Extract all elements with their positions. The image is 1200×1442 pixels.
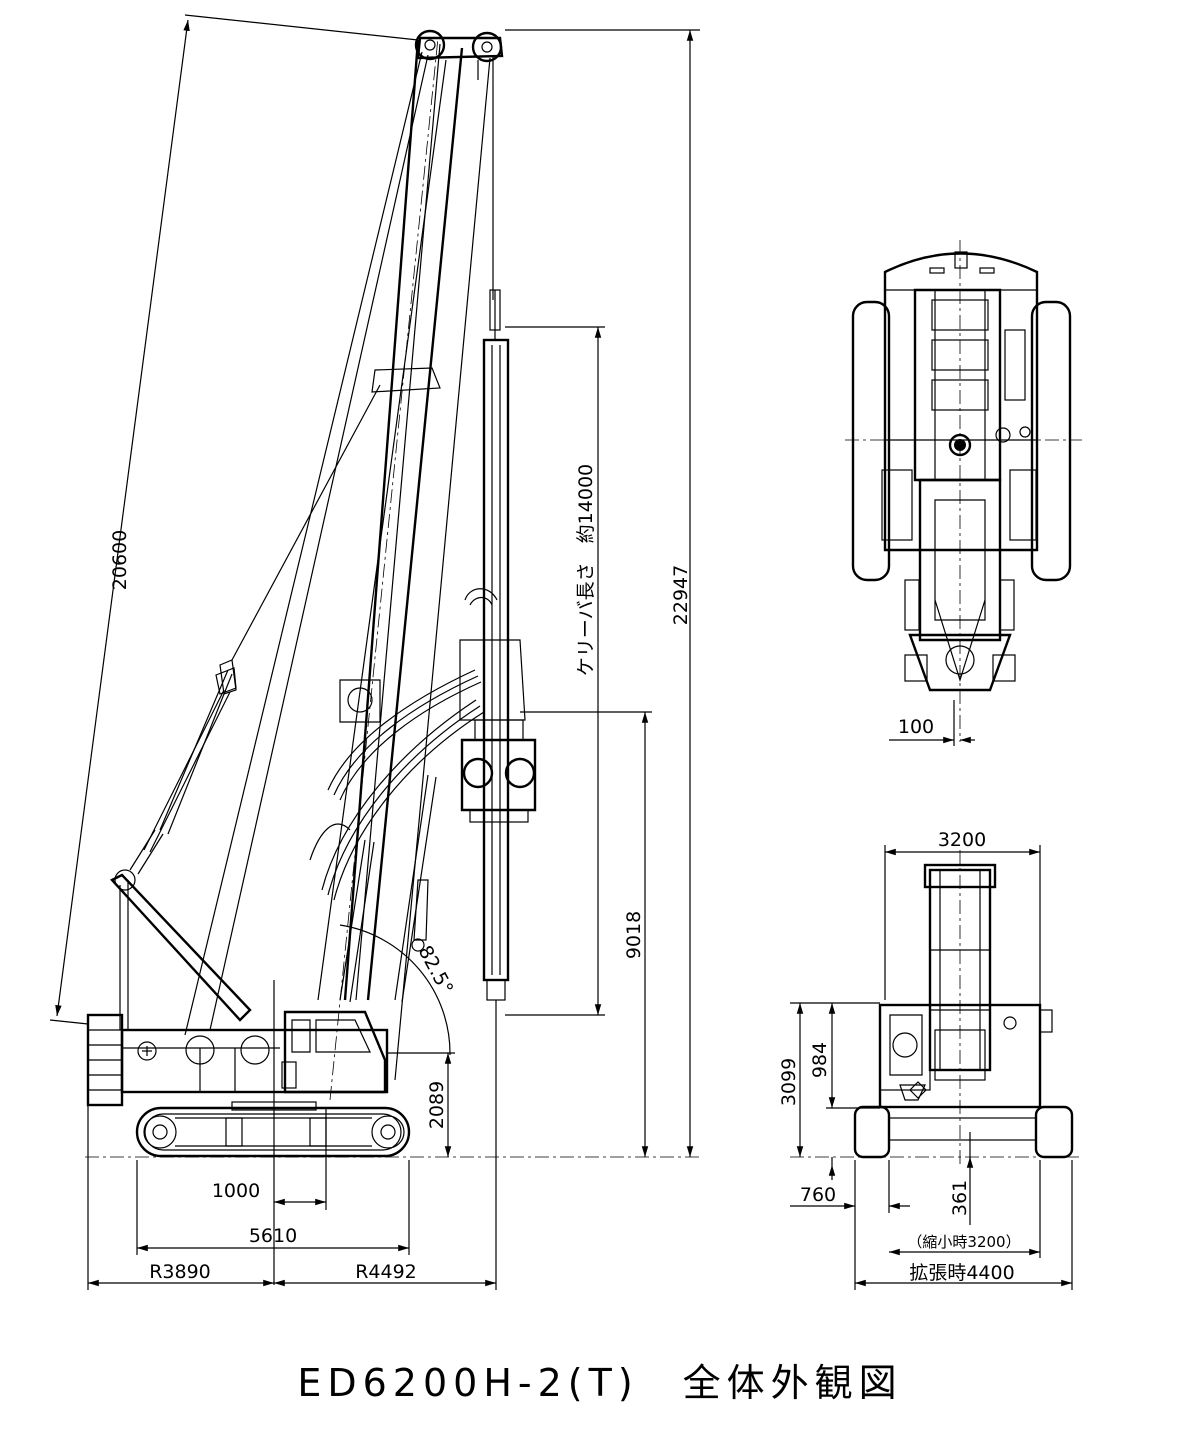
dim-top-offset: 100 [898,716,934,738]
dim-kelly-length: ケリーバ長さ 約14000 [575,464,597,676]
rotary-drive [459,588,537,823]
right-track [1030,300,1072,582]
dim-boom-length: 20600 [109,530,131,590]
front-dimension-lines [790,845,1073,1290]
dim-bottom-offset: 361 [949,1180,971,1216]
leader-boom [329,37,464,1101]
front-right-track [1034,1105,1074,1159]
dim-extended-width: 拡張時4400 [909,1262,1014,1284]
dim-track-length: 5610 [249,1225,297,1247]
counterweight [86,1013,124,1107]
boom-head [414,29,504,80]
top-view: 100 [845,240,1082,746]
cab [281,1010,387,1094]
dim-front-height-upper: 984 [809,1042,831,1078]
top-body [883,252,1039,552]
side-view: 20600 22947 ケリーバ長さ 約14000 9018 82.5° 208… [49,14,700,1290]
dim-pivot-height: 2089 [426,1081,448,1129]
cylinders [339,774,437,1003]
dim-offset-1000: 1000 [212,1180,260,1202]
side-dimension-lines [49,14,700,1290]
front-left-track [853,1105,891,1159]
dim-front-height-total: 3099 [778,1058,800,1106]
left-track [851,300,891,582]
dim-rear-radius: R3890 [149,1261,211,1283]
ropes [143,51,494,1081]
dim-front-radius: R4492 [355,1261,417,1283]
drawing-title: ED6200H-2(T) 全体外観図 [297,1361,903,1405]
kelly-bar [482,289,510,1020]
dim-boom-width: 3200 [938,829,986,851]
hydraulic-hoses [309,669,485,901]
dim-retracted-width: （縮小時3200） [907,1233,1020,1251]
crawler-track [135,1101,411,1158]
dim-overall-height: 22947 [670,565,692,625]
dim-ground-clearance: 760 [800,1184,836,1206]
dim-kelly-height: 9018 [623,911,645,959]
front-view: 3200 3099 984 760 361 （縮小時3200） 拡張時4400 [778,829,1082,1290]
top-leader [913,288,1002,482]
upper-body [120,1028,389,1094]
front-leader [923,863,1053,1081]
angle-arc [339,924,451,1056]
top-front-attachment [904,478,1016,692]
